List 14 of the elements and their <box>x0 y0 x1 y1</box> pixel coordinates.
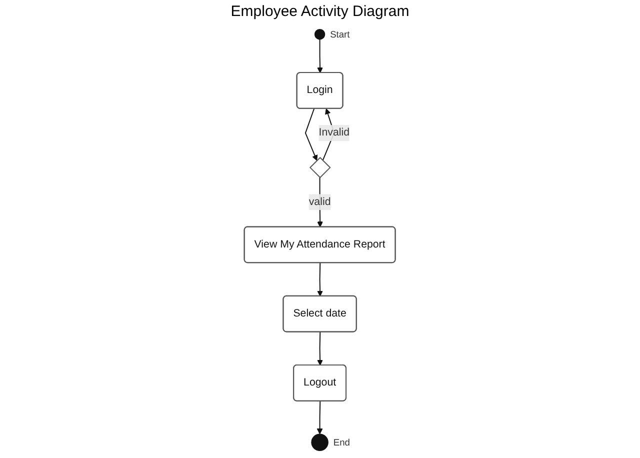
arrow <box>305 108 318 161</box>
diagram-title: Employee Activity Diagram <box>230 2 410 22</box>
arrow <box>317 332 324 366</box>
node-caption: End <box>334 438 350 448</box>
arrow <box>317 400 323 434</box>
arrow <box>317 38 324 74</box>
edge-label: Invalid <box>318 127 350 138</box>
edge-label: valid <box>309 196 331 208</box>
arrow <box>317 262 324 296</box>
node-diamond <box>310 156 331 178</box>
arrow <box>317 177 324 228</box>
node-circle <box>314 29 326 40</box>
node-circle <box>311 434 329 451</box>
node-caption: Start <box>330 30 350 40</box>
